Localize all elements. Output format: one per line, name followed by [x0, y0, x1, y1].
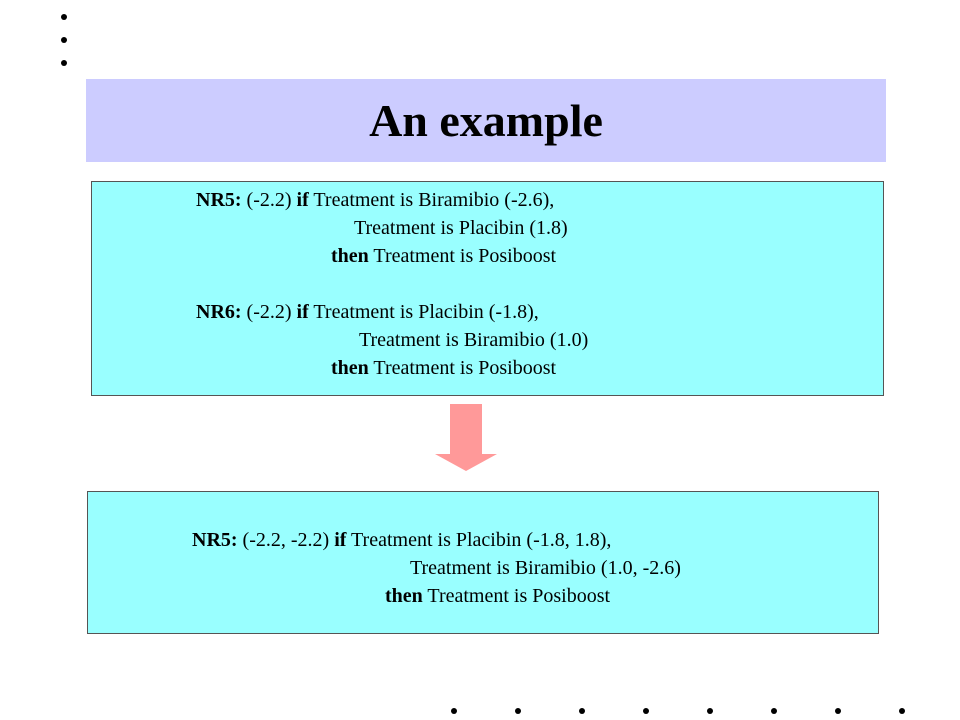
decorative-dot [643, 708, 649, 714]
merged-rule-line3: then Treatment is Posiboost [385, 583, 610, 609]
rule-condition: Treatment is Biramibio (-2.6), [308, 189, 555, 211]
rule-box-after: NR5: (-2.2, -2.2) if Treatment is Placib… [87, 491, 879, 634]
decorative-dot [515, 708, 521, 714]
rule-conclusion: Treatment is Posiboost [368, 245, 557, 267]
if-keyword: if [334, 529, 347, 551]
decorative-dot [771, 708, 777, 714]
rule-condition: Treatment is Placibin (1.8) [354, 217, 568, 239]
decorative-dot [61, 60, 67, 66]
if-keyword: if [296, 189, 309, 211]
title-banner: An example [86, 79, 886, 162]
rule-conclusion: Treatment is Posiboost [422, 585, 611, 607]
decorative-dot [61, 14, 67, 20]
rule-weight: (-2.2, -2.2) [237, 529, 335, 551]
rule-condition: Treatment is Biramibio (1.0, -2.6) [410, 557, 681, 579]
decorative-dot [899, 708, 905, 714]
decorative-dot [451, 708, 457, 714]
then-keyword: then [331, 245, 369, 267]
rule-nr5-line2: Treatment is Placibin (1.8) [354, 215, 568, 241]
if-keyword: if [296, 301, 309, 323]
then-keyword: then [331, 357, 369, 379]
rule-condition: Treatment is Placibin (-1.8), [308, 301, 539, 323]
merged-rule-line2: Treatment is Biramibio (1.0, -2.6) [410, 555, 681, 581]
rule-condition: Treatment is Biramibio (1.0) [359, 329, 589, 351]
rule-nr6-line3: then Treatment is Posiboost [331, 355, 556, 381]
decorative-dot [579, 708, 585, 714]
rule-weight: (-2.2) [241, 189, 297, 211]
rule-label: NR5: [196, 189, 242, 211]
rule-nr5-line3: then Treatment is Posiboost [331, 243, 556, 269]
rule-label: NR5: [192, 529, 238, 551]
merged-rule-line1: NR5: (-2.2, -2.2) if Treatment is Placib… [192, 527, 611, 553]
decorative-dot [835, 708, 841, 714]
decorative-dot [61, 37, 67, 43]
rule-nr6-line2: Treatment is Biramibio (1.0) [359, 327, 588, 353]
rule-box-before: NR5: (-2.2) if Treatment is Biramibio (-… [91, 181, 884, 396]
rule-nr5-line1: NR5: (-2.2) if Treatment is Biramibio (-… [196, 187, 554, 213]
rule-nr6-line1: NR6: (-2.2) if Treatment is Placibin (-1… [196, 299, 539, 325]
rule-weight: (-2.2) [241, 301, 297, 323]
rule-condition: Treatment is Placibin (-1.8, 1.8), [346, 529, 612, 551]
slide-title: An example [369, 95, 603, 146]
down-arrow-icon [435, 404, 497, 471]
then-keyword: then [385, 585, 423, 607]
rule-conclusion: Treatment is Posiboost [368, 357, 557, 379]
decorative-dot [707, 708, 713, 714]
rule-label: NR6: [196, 301, 242, 323]
